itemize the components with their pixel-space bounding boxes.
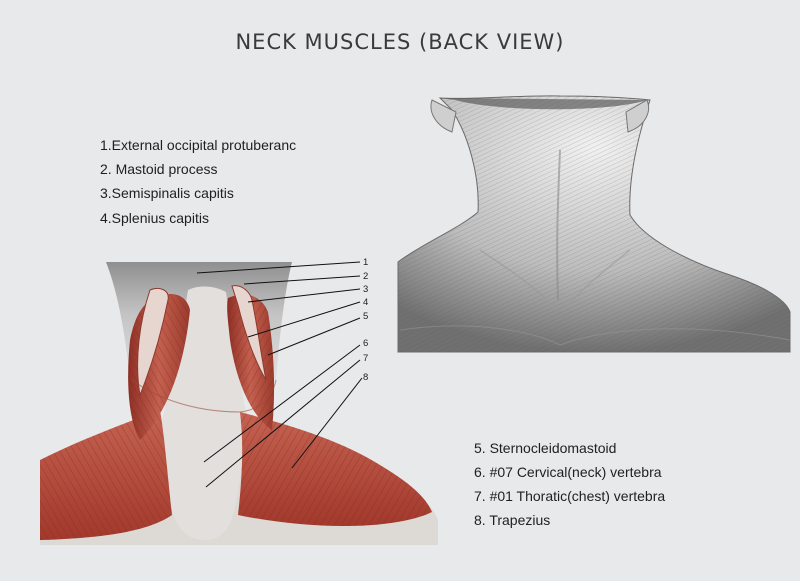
muscle-illustration	[40, 262, 438, 545]
right-ear-shape	[625, 99, 650, 133]
legend-item-5: 5. Sternocleidomastoid	[474, 440, 617, 456]
callout-line-8	[291, 377, 363, 469]
legend-item-1: 1.External occipital protuberanc	[100, 137, 297, 153]
callout-number-3: 3	[363, 284, 368, 295]
callout-line-1	[196, 261, 361, 274]
callout-line-2	[243, 275, 361, 285]
legend-bottom: 5. Sternocleidomastoid 6. #07 Cervical(n…	[474, 441, 665, 537]
page-title: NECK MUSCLES (BACK VIEW)	[235, 30, 565, 54]
pencil-neck-drawing	[397, 95, 791, 353]
callout-line-6	[203, 344, 361, 463]
legend-item-3: 3.Semispinalis capitis	[100, 185, 234, 202]
callout-number-4: 4	[363, 297, 368, 308]
callout-numbers: 1 2 3 4 5 6 7 8	[363, 257, 368, 383]
legend-item-7: 7. #01 Thoratic(chest) vertebra	[474, 488, 666, 504]
callout-number-1: 1	[363, 257, 368, 268]
legend-item-8: 8. Trapezius	[474, 512, 551, 528]
left-ear-shape	[430, 99, 457, 133]
callout-number-7: 7	[363, 353, 368, 364]
callout-number-8: 8	[363, 372, 368, 383]
legend-top: 1.External occipital protuberanc 2. Mast…	[100, 138, 296, 235]
legend-item-4: 4.Splenius capitis	[100, 209, 209, 226]
callout-line-4	[247, 301, 361, 338]
callout-line-3	[247, 288, 361, 303]
legend-item-6: 6. #07 Cervical(neck) vertebra	[474, 464, 662, 480]
legend-item-2: 2. Mastoid process	[100, 161, 218, 178]
callout-lines	[196, 261, 363, 488]
callout-line-5	[267, 317, 361, 356]
callout-number-5: 5	[363, 311, 368, 322]
callout-number-6: 6	[363, 338, 368, 349]
callout-number-2: 2	[363, 271, 368, 282]
callout-line-7	[205, 359, 361, 488]
